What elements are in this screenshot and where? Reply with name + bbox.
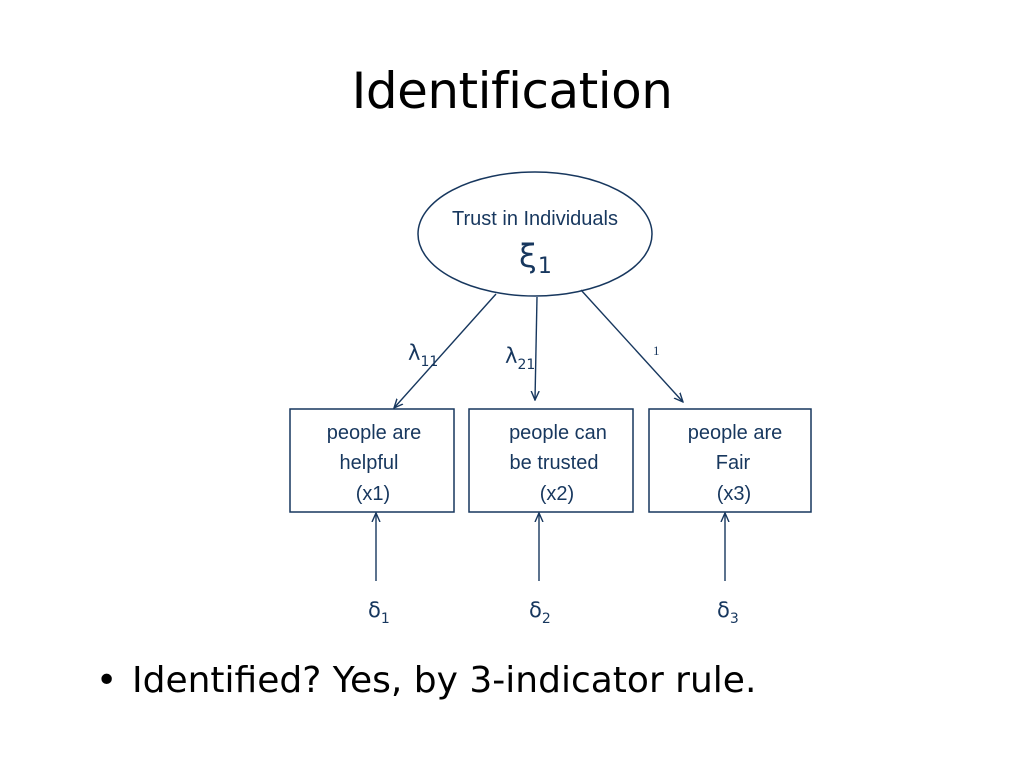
loading-label-lambda-21: λ21 (505, 344, 535, 373)
latent-ellipse (417, 171, 653, 297)
indicator-line-1: people are (688, 422, 783, 444)
error-label-delta-1: δ1 (368, 598, 390, 627)
bullet-dot-icon: • (96, 660, 118, 701)
error-label-delta-3: δ3 (717, 598, 739, 627)
loading-arrow-x1 (394, 293, 497, 408)
latent-label: Trust in Individuals (452, 208, 618, 230)
slide-title: Identification (351, 62, 673, 120)
latent-variable-node: Trust in Individuals ξ1 (417, 171, 653, 297)
indicator-box (468, 408, 634, 513)
indicator-line-2: be trusted (510, 452, 599, 474)
error-label-delta-2: δ2 (529, 598, 551, 627)
loading-arrow-x3 (580, 289, 683, 402)
loading-label-fixed-one: 1 (653, 343, 660, 358)
indicator-line-2: Fair (716, 452, 751, 474)
indicator-line-3: (x2) (540, 483, 574, 505)
latent-symbol: ξ1 (519, 237, 552, 279)
indicator-box (648, 408, 812, 513)
indicator-line-1: people can (509, 422, 607, 444)
indicator-line-3: (x3) (717, 483, 751, 505)
indicator-x2: people can be trusted (x2) (468, 408, 634, 513)
indicator-line-1: people are (327, 422, 422, 444)
bullet-item: • Identified? Yes, by 3-indicator rule. (96, 660, 756, 701)
loading-label-lambda-11: λ11 (408, 341, 438, 370)
loading-arrow-x2 (535, 296, 537, 400)
indicator-line-3: (x1) (356, 483, 390, 505)
indicator-x1: people are helpful (x1) (289, 408, 455, 513)
bullet-text: Identified? Yes, by 3-indicator rule. (132, 660, 757, 701)
indicator-x3: people are Fair (x3) (648, 408, 812, 513)
indicator-line-2: helpful (340, 452, 399, 474)
